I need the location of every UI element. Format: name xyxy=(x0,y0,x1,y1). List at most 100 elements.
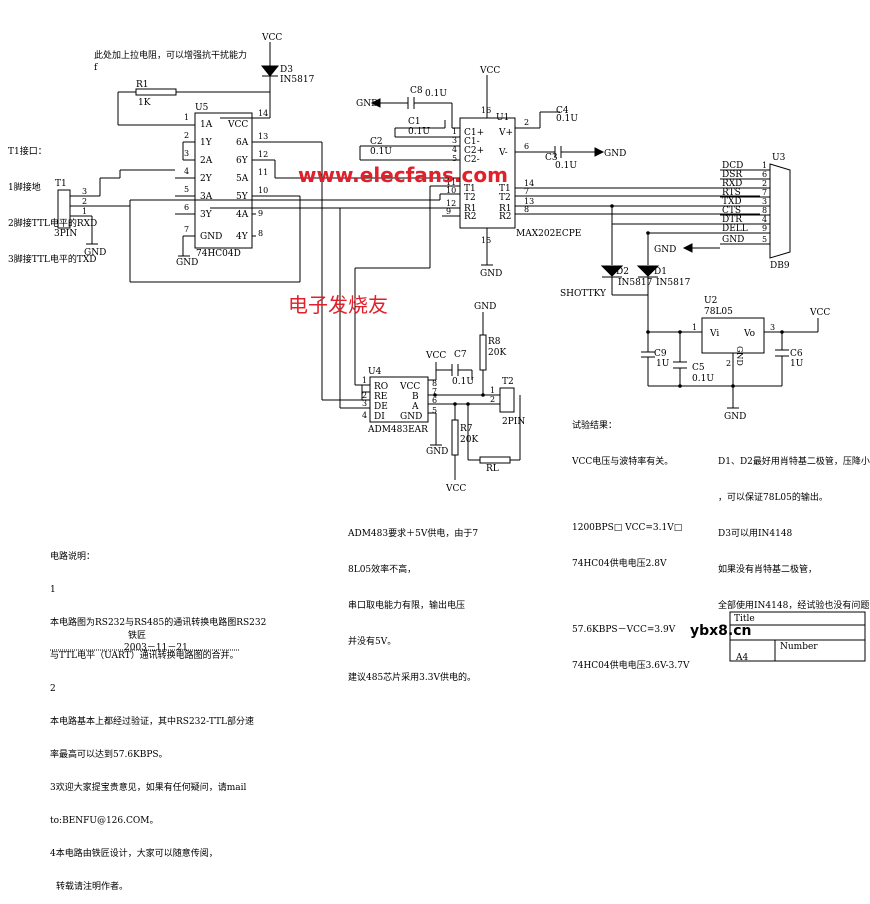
u1-pinnum: 14 xyxy=(524,179,534,188)
circuit-notes-line: 本电路基本上都经过验证，其中RS232-TTL部分速 xyxy=(50,717,254,727)
rl-resistor xyxy=(479,456,511,464)
r8-ref: R8 xyxy=(488,337,501,347)
test-results-title: 试验结果： xyxy=(572,421,618,431)
c2-ref: C2 xyxy=(370,137,383,147)
u4-pinnum: 2 xyxy=(362,391,367,400)
db9-pinnum: 2 xyxy=(762,179,767,188)
diode-note-line: D3可以用IN4148 xyxy=(718,529,793,539)
c4-ref: C4 xyxy=(556,106,569,116)
u4-pin-a: A xyxy=(411,402,419,412)
r8-resistor xyxy=(479,334,487,371)
db9-signal: CTS xyxy=(722,206,741,216)
u4-pinnum: 8 xyxy=(432,379,437,388)
watermark-corner: ybx8.cn xyxy=(690,623,752,639)
c5-ref: C5 xyxy=(692,363,705,373)
u4-chip-body xyxy=(369,376,429,423)
u2-gnd-label: GND xyxy=(724,412,746,422)
u1-pin-c1m: C1- xyxy=(464,137,480,147)
u4-ref: U4 xyxy=(368,367,382,377)
d3-part: IN5817 xyxy=(280,75,315,85)
u2-ref: U2 xyxy=(704,296,717,306)
u5-pinnum: 6 xyxy=(184,203,189,212)
test-results-line: VCC电压与波特率有关。 xyxy=(572,457,674,467)
t1-pinnum: 3 xyxy=(82,187,87,196)
top-note-suffix: f xyxy=(94,63,98,73)
adm-note-line: ADM483要求＋5V供电，由于7 xyxy=(348,529,479,539)
db9-pinnum: 1 xyxy=(762,161,767,170)
circuit-notes-line: 转载请注明作者。 xyxy=(56,882,129,892)
u1-pinnum: 1 xyxy=(452,127,457,136)
u5-pinnum: 12 xyxy=(258,150,268,159)
db9-signal: TXD xyxy=(722,197,742,207)
c7-ref: C7 xyxy=(454,350,467,360)
u5-ref: U5 xyxy=(195,103,209,113)
u4-pinnum: 4 xyxy=(362,411,367,420)
d3-diode-symbol xyxy=(260,65,280,77)
u5-pinnum: 5 xyxy=(184,185,189,194)
u3-ref: U3 xyxy=(772,153,786,163)
u5-pin-3a: 3A xyxy=(200,192,213,202)
db9-pinnum: 6 xyxy=(762,170,767,179)
t1-pinnum: 1 xyxy=(82,207,87,216)
r1-value: 1K xyxy=(138,98,151,108)
circuit-notes-date: 2003－11－21 xyxy=(124,643,188,653)
vcc-label-top: VCC xyxy=(261,33,282,43)
u4-pin-gnd: GND xyxy=(400,412,422,422)
u5-pin-gnd: GND xyxy=(200,232,222,242)
u1-pinnum: 16 xyxy=(481,106,491,115)
c3-gnd-label: GND xyxy=(604,149,626,159)
u5-pinnum: 9 xyxy=(258,209,263,218)
c3-ref: C3 xyxy=(545,153,558,163)
u1-pinnum: 3 xyxy=(452,136,457,145)
test-results-line: 74HC04供电电压3.6V-3.7V xyxy=(572,661,690,671)
c1-ref: C1 xyxy=(408,117,421,127)
u1-pin-r1out: R1 xyxy=(464,204,477,214)
u1-pinnum: 2 xyxy=(524,118,529,127)
u4-pinnum: 1 xyxy=(362,376,367,385)
u4-pin-re: RE xyxy=(374,392,387,402)
c8-ref: C8 xyxy=(410,86,423,96)
u5-pinnum: 13 xyxy=(258,132,268,141)
u1-part: MAX202ECPE xyxy=(516,229,581,239)
u1-pin-t1in: T1 xyxy=(464,184,476,194)
t1-ref: T1 xyxy=(55,179,67,189)
u4-pinnum: 7 xyxy=(432,387,437,396)
u5-pin-6a: 6A xyxy=(236,138,249,148)
u5-pinnum: 10 xyxy=(258,186,268,195)
adm-note-line: 建议485芯片采用3.3V供电的。 xyxy=(348,673,476,683)
title-block-size: A4 xyxy=(735,653,748,663)
db9-signal: DSR xyxy=(722,170,742,180)
c1-value: 0.1U xyxy=(408,127,430,137)
c9-ref: C9 xyxy=(654,349,667,359)
u1-pinnum: 11 xyxy=(446,178,456,187)
c3-value: 0.1U xyxy=(555,161,577,171)
u1-pinnum: 15 xyxy=(481,236,491,245)
u2-pinnum: 1 xyxy=(692,323,697,332)
db9-signal: GND xyxy=(722,235,744,245)
diode-note-line: 全部使用IN4148，经试验也没有问题 xyxy=(718,601,870,611)
ttl-pin-2: 2脚接TTL电平的RXD xyxy=(8,219,98,229)
adm-note-line: 并没有5V。 xyxy=(348,637,397,647)
u2-vo: Vo xyxy=(743,329,755,339)
rl-label: RL xyxy=(486,464,499,474)
u1-pin-c2p: C2+ xyxy=(464,146,484,156)
test-results-line: 57.6KBPS－VCC=3.9V xyxy=(572,625,676,635)
circuit-notes: 电路说明： 1 本电路图为RS232与RS485的通讯转换电路图RS232 与T… xyxy=(50,530,266,904)
u1-pinnum: 5 xyxy=(452,154,457,163)
title-block-number: Number xyxy=(780,642,818,652)
circuit-notes-line: 与TTL电平（UART）通讯转换电路图的合并。 xyxy=(50,651,239,661)
d2-part: IN5817 xyxy=(618,278,653,288)
u4-pin-di: DI xyxy=(374,412,385,422)
ttl-pin-1: 1脚接地 xyxy=(8,183,41,193)
test-results-line: 1200BPS□ VCC=3.1V□ xyxy=(572,523,683,533)
u5-pinnum: 2 xyxy=(184,131,189,140)
test-results-note: 试验结果： VCC电压与波特率有关。 1200BPS□ VCC=3.1V□ 74… xyxy=(572,396,689,684)
u4-vcc-label: VCC xyxy=(425,351,446,361)
u4-gnd-label: GND xyxy=(426,447,448,457)
u4-pin-de: DE xyxy=(374,402,388,412)
db9-connector xyxy=(769,163,791,259)
circuit-notes-author: 铁匠 xyxy=(128,631,147,641)
db9-signal: DCD xyxy=(722,161,743,171)
db9-pinnum: 4 xyxy=(762,215,767,224)
adm-note-line: 串口取电能力有限，输出电压 xyxy=(348,601,466,611)
